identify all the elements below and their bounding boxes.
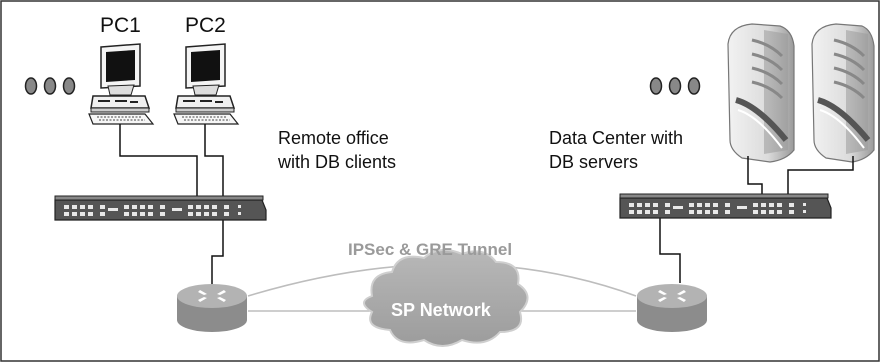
pc1-label: PC1	[100, 14, 141, 37]
server1-icon	[727, 23, 795, 163]
remote-office-line2: with DB clients	[278, 152, 397, 172]
server2-icon	[811, 23, 875, 163]
remote-office-line1: Remote office	[278, 128, 389, 148]
pc2-label: PC2	[185, 14, 226, 37]
remote-office-label: Remote office with DB clients	[278, 126, 396, 174]
pc1-icon	[88, 43, 155, 125]
sp-network-cloud-icon	[363, 248, 529, 347]
left-switch-icon	[54, 195, 267, 221]
pc2-icon	[173, 43, 240, 125]
data-center-label: Data Center with DB servers	[549, 126, 683, 174]
data-center-line1: Data Center with	[549, 128, 684, 148]
tunnel-label: IPSec & GRE Tunnel	[348, 240, 513, 259]
ellipsis-dots-right-icon	[649, 77, 701, 95]
left-router-icon	[177, 284, 247, 332]
right-router-icon	[637, 284, 707, 332]
right-switch-icon	[619, 193, 832, 219]
sp-network-label: SP Network	[391, 300, 491, 320]
ellipsis-dots-left-icon	[24, 77, 76, 95]
data-center-line2: DB servers	[549, 152, 639, 172]
